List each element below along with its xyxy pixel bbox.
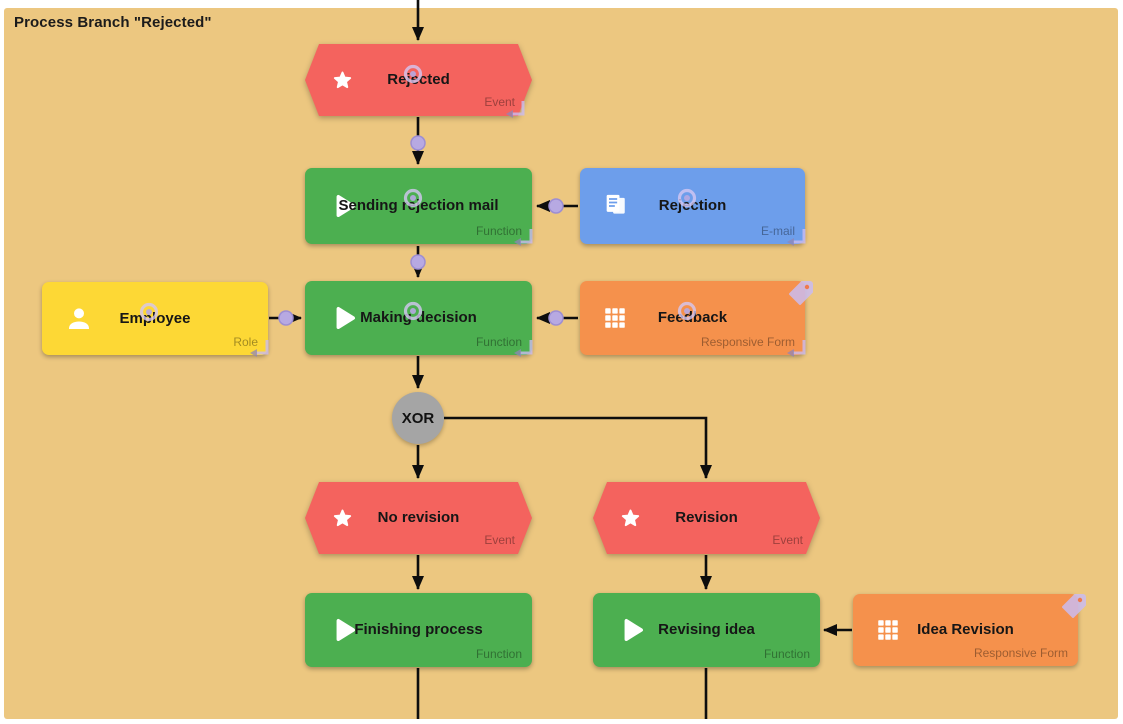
document-icon — [602, 192, 630, 220]
node-rejection[interactable]: Rejection E-mail — [580, 168, 806, 246]
target-ring-icon — [675, 299, 699, 323]
node-sending-rejection-mail[interactable]: Sending rejection mail Function — [305, 168, 533, 246]
play-icon — [615, 613, 649, 647]
node-type-label: Function — [475, 335, 522, 349]
drill-down-icon — [510, 225, 536, 251]
node-label: No revision — [377, 509, 460, 526]
node-label: Rejection — [658, 197, 727, 214]
target-ring-icon — [137, 300, 161, 324]
gateway-label: XOR — [401, 409, 435, 427]
node-rejected[interactable]: Rejected Event — [305, 44, 532, 118]
drill-down-icon — [783, 336, 809, 362]
node-type-label: Responsive Form — [973, 646, 1068, 660]
node-type-label: Function — [475, 224, 522, 238]
grid-icon — [875, 617, 901, 643]
node-making-decision[interactable]: Making decision Function — [305, 281, 533, 357]
play-icon — [327, 301, 361, 335]
node-label: Revision — [675, 509, 738, 526]
node-type-label: Event — [484, 95, 515, 109]
star-icon — [618, 506, 643, 531]
target-ring-icon — [401, 186, 425, 210]
drill-down-icon — [502, 97, 528, 123]
target-ring-icon — [675, 186, 699, 210]
drill-down-icon — [246, 336, 272, 362]
node-label: Revising idea — [658, 621, 755, 638]
node-employee[interactable]: Employee Role — [42, 282, 269, 357]
node-finishing-process[interactable]: Finishing process Function — [305, 593, 532, 667]
target-ring-icon — [401, 299, 425, 323]
target-ring-icon — [401, 62, 425, 86]
node-type-label: Function — [475, 647, 522, 661]
tag-icon — [1057, 591, 1089, 623]
node-label: Sending rejection mail — [338, 197, 499, 214]
node-feedback[interactable]: Feedback Responsive Form — [580, 281, 813, 357]
star-icon — [330, 68, 355, 93]
node-type-label: Function — [763, 647, 810, 661]
tag-icon — [784, 278, 816, 310]
grid-icon — [602, 305, 628, 331]
node-no-revision[interactable]: No revision Event — [305, 482, 532, 554]
play-icon — [327, 613, 361, 647]
node-type-label: E-mail — [760, 224, 795, 238]
play-icon — [327, 189, 361, 223]
node-type-label: Event — [772, 533, 803, 547]
node-xor-gateway[interactable]: XOR — [392, 392, 444, 444]
node-revision[interactable]: Revision Event — [593, 482, 820, 554]
drill-down-icon — [783, 225, 809, 251]
drill-down-icon — [510, 336, 536, 362]
node-label: Finishing process — [354, 621, 483, 638]
node-type-label: Event — [484, 533, 515, 547]
star-icon — [330, 506, 355, 531]
person-icon — [64, 304, 94, 334]
diagram-title: Process Branch "Rejected" — [14, 14, 212, 31]
node-label: Idea Revision — [917, 621, 1014, 638]
node-type-label: Responsive Form — [700, 335, 795, 349]
node-type-label: Role — [233, 335, 258, 349]
node-idea-revision[interactable]: Idea Revision Responsive Form — [853, 594, 1086, 666]
node-revising-idea[interactable]: Revising idea Function — [593, 593, 820, 667]
